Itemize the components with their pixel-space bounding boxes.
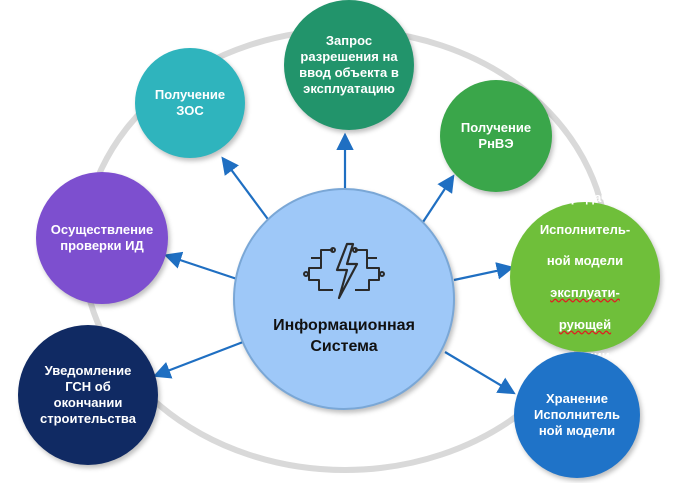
arrow-to-uvedomlenie <box>152 340 244 379</box>
arrows <box>152 132 516 395</box>
node-zos: Получение ЗОС <box>135 48 245 158</box>
node-peredacha-label: Передача Исполнитель- ной модели эксплуа… <box>540 174 630 380</box>
node-peredacha-line-5: рующей <box>558 316 612 332</box>
node-peredacha-line-3: ной модели <box>546 253 624 269</box>
node-peredacha: Передача Исполнитель- ной модели эксплуа… <box>510 190 660 363</box>
center-title: Информационная Система <box>273 317 415 355</box>
arrow-to-proverka <box>163 251 241 282</box>
arrow-to-hranenie <box>444 351 516 395</box>
node-hranenie-label: Хранение Исполнитель ной модели <box>534 391 620 438</box>
node-uvedomlenie: Уведомление ГСН об окончании строительст… <box>18 325 158 465</box>
node-peredacha-line-1: Передача <box>554 189 616 205</box>
brain-lightning-icon <box>303 243 385 300</box>
node-proverka-label: Осуществление проверки ИД <box>50 222 154 253</box>
center-node-information-system: Информационная Система <box>233 188 455 410</box>
node-zapros: Запрос разрешения на ввод объекта в эксп… <box>284 0 414 130</box>
node-rnve: Получение РнВЭ <box>440 80 552 192</box>
arrow-to-zos <box>221 156 271 223</box>
node-peredacha-line-2: Исполнитель- <box>539 221 631 237</box>
node-zos-label: Получение ЗОС <box>154 87 226 118</box>
node-rnve-label: Получение РнВЭ <box>460 120 532 151</box>
node-uvedomlenie-label: Уведомление ГСН об окончании строительст… <box>40 363 136 426</box>
arrow-to-peredacha <box>453 262 515 282</box>
node-peredacha-line-4: эксплуати- <box>550 284 620 300</box>
node-hranenie: Хранение Исполнитель ной модели <box>514 352 640 478</box>
node-proverka: Осуществление проверки ИД <box>36 172 168 304</box>
arrow-to-rnve <box>422 174 455 223</box>
node-zapros-label: Запрос разрешения на ввод объекта в эксп… <box>299 33 399 96</box>
